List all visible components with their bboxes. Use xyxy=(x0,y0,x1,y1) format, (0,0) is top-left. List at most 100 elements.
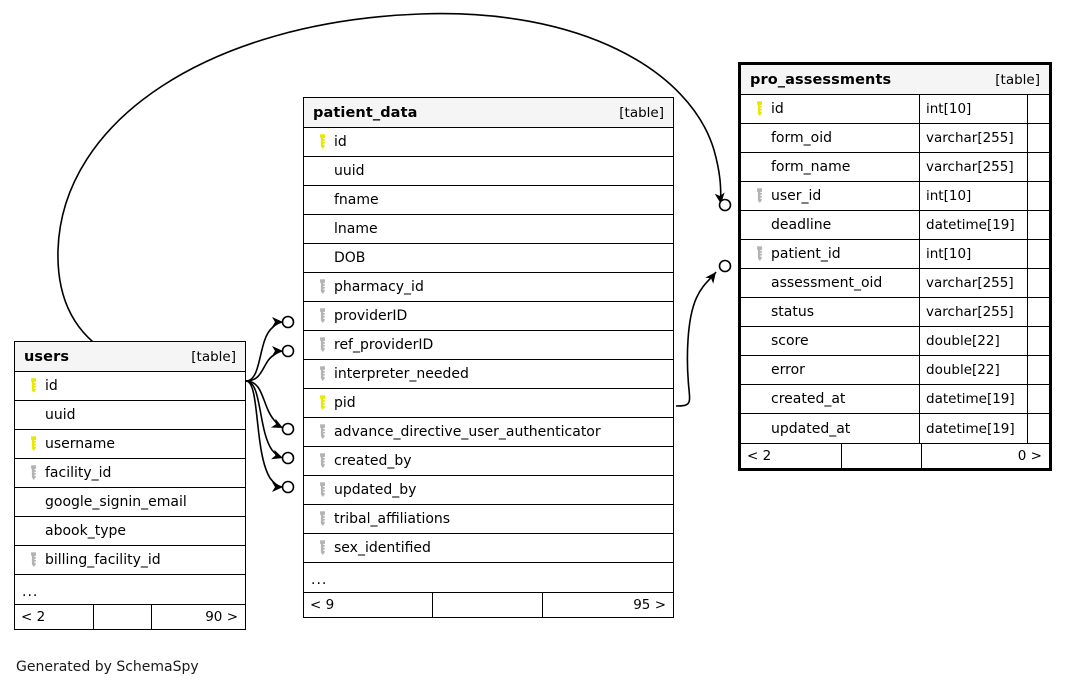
key-placeholder xyxy=(749,391,769,407)
table-row[interactable]: uuid xyxy=(304,157,673,186)
column-spacer-cell xyxy=(1027,269,1049,297)
column-spacer-cell xyxy=(1027,414,1049,443)
primary-key-icon xyxy=(23,378,43,394)
column-type-cell: varchar[255] xyxy=(919,269,1027,297)
column-type-cell: datetime[19] xyxy=(919,385,1027,413)
key-placeholder xyxy=(23,523,43,539)
column-name-cell: billing_facility_id xyxy=(15,546,245,574)
column-name-label: fname xyxy=(334,192,379,208)
key-placeholder xyxy=(312,192,332,208)
table-row[interactable]: ref_providerID xyxy=(304,331,673,360)
table-row[interactable]: lname xyxy=(304,215,673,244)
table-row[interactable]: providerID xyxy=(304,302,673,331)
table-row[interactable]: uuid xyxy=(15,401,245,430)
table-row[interactable]: username xyxy=(15,430,245,459)
column-name-cell: status xyxy=(741,298,919,326)
table-row[interactable]: advance_directive_user_authenticator xyxy=(304,418,673,447)
column-type-cell: int[10] xyxy=(919,240,1027,268)
edge-endpoint-zero xyxy=(718,259,732,273)
column-name-cell: created_by xyxy=(304,447,673,475)
foreign-key-icon xyxy=(23,465,43,481)
column-name-label: id xyxy=(334,134,347,150)
table-footer-patient-data: < 9 95 > xyxy=(304,592,673,617)
foreign-key-icon xyxy=(312,453,332,469)
column-type-cell: varchar[255] xyxy=(919,153,1027,181)
table-tag-users: [table] xyxy=(191,348,236,365)
table-row[interactable]: fname xyxy=(304,186,673,215)
column-spacer-cell xyxy=(1027,385,1049,413)
foreign-key-icon xyxy=(749,188,769,204)
column-name-label: uuid xyxy=(45,407,76,423)
more-columns-row[interactable]: ... xyxy=(304,563,673,592)
footer-child-count: 95 > xyxy=(542,593,673,617)
table-row[interactable]: billing_facility_id xyxy=(15,546,245,575)
column-spacer-cell xyxy=(1027,298,1049,326)
table-row[interactable]: tribal_affiliations xyxy=(304,505,673,534)
column-name-cell: id xyxy=(304,128,673,156)
table-row[interactable]: sex_identified xyxy=(304,534,673,563)
column-name-label: updated_by xyxy=(334,482,417,498)
column-name-label: user_id xyxy=(771,188,822,204)
column-name-label: lname xyxy=(334,221,378,237)
column-name-cell: abook_type xyxy=(15,517,245,545)
column-name-label: google_signin_email xyxy=(45,494,187,510)
column-name-cell: uuid xyxy=(15,401,245,429)
column-name-cell: fname xyxy=(304,186,673,214)
table-row[interactable]: pid xyxy=(304,389,673,418)
foreign-key-icon xyxy=(312,308,332,324)
table-row[interactable]: abook_type xyxy=(15,517,245,546)
key-placeholder xyxy=(749,275,769,291)
more-columns-row[interactable]: ... xyxy=(15,575,245,604)
primary-key-icon xyxy=(312,395,332,411)
footer-child-count: 0 > xyxy=(921,444,1049,468)
edge-users-id-to-patient-data-advance-directive xyxy=(245,380,284,429)
column-name-cell: user_id xyxy=(741,182,919,210)
foreign-key-icon xyxy=(312,424,332,440)
column-name-label: abook_type xyxy=(45,523,126,539)
column-name-label: score xyxy=(771,333,809,349)
edge-users-id-to-patient-data-ref-providerid xyxy=(245,346,284,382)
key-placeholder xyxy=(312,163,332,179)
generated-by-credit: Generated by SchemaSpy xyxy=(16,659,199,675)
table-row[interactable]: DOB xyxy=(304,244,673,273)
key-placeholder xyxy=(749,217,769,233)
column-name-cell: updated_at xyxy=(741,414,919,443)
foreign-key-icon xyxy=(749,246,769,262)
column-name-cell: pharmacy_id xyxy=(304,273,673,301)
column-spacer-cell xyxy=(1027,327,1049,355)
table-row[interactable]: facility_id xyxy=(15,459,245,488)
table-row[interactable]: updated_by xyxy=(304,476,673,505)
column-name-cell: providerID xyxy=(304,302,673,330)
column-name-cell: uuid xyxy=(304,157,673,185)
table-row[interactable]: id xyxy=(15,372,245,401)
table-row[interactable]: created_by xyxy=(304,447,673,476)
table-row[interactable]: pharmacy_id xyxy=(304,273,673,302)
column-name-cell: updated_by xyxy=(304,476,673,504)
table-row[interactable]: google_signin_email xyxy=(15,488,245,517)
primary-key-icon xyxy=(749,101,769,117)
table-row[interactable]: interpreter_needed xyxy=(304,360,673,389)
column-name-cell: form_oid xyxy=(741,124,919,152)
column-name-label: deadline xyxy=(771,217,832,233)
table-row[interactable]: id xyxy=(304,128,673,157)
edge-endpoint-zero xyxy=(718,198,732,212)
column-name-cell: facility_id xyxy=(15,459,245,487)
column-type-cell: int[10] xyxy=(919,95,1027,123)
column-name-label: form_oid xyxy=(771,130,832,146)
